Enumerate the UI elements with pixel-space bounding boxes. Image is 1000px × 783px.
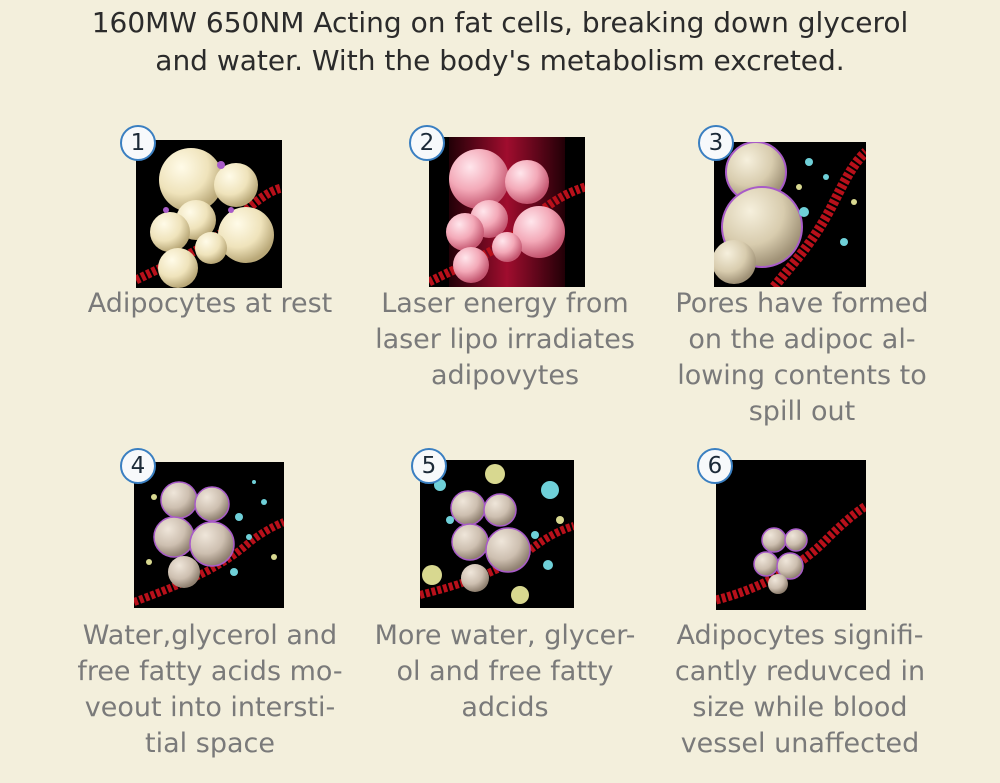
step-3-number-badge: 3 (698, 125, 734, 161)
step-2-number-badge: 2 (409, 125, 445, 161)
step-5-number-badge: 5 (411, 448, 447, 484)
step-5-caption-line-3: adcids (461, 692, 549, 723)
step-5: 5 More water, glycer- ol and free fatty … (355, 448, 655, 780)
step-1: 1 Adipocytes at rest (60, 120, 360, 450)
step-3-caption-line-2: on the adipoc al- (688, 324, 916, 355)
step-3: 3 Pores have formed on the adipoc al- lo… (652, 120, 952, 450)
step-3-caption: Pores have formed on the adipoc al- lowi… (652, 286, 952, 430)
step-5-illustration (420, 460, 574, 608)
step-6-illustration (716, 460, 866, 610)
step-5-caption: More water, glycer- ol and free fatty ad… (355, 618, 655, 726)
step-3-caption-line-3: lowing contents to (677, 360, 927, 391)
step-6-number-badge: 6 (697, 448, 733, 484)
step-2-caption-line-2: laser lipo irradiates (375, 324, 635, 355)
step-2-caption-line-3: adipovytes (430, 360, 580, 391)
step-1-caption: Adipocytes at rest (60, 286, 360, 322)
step-1-caption-line: Adipocytes at rest (87, 288, 333, 319)
step-3-illustration (714, 142, 866, 287)
step-6-caption-line-1: Adipocytes signifi- (676, 620, 924, 651)
step-3-caption-line-1: Pores have formed (675, 288, 929, 319)
step-2-illustration (429, 137, 585, 287)
step-4-caption-line-4: tial space (145, 728, 275, 759)
title-line-2: and water. With the body's metabolism ex… (155, 44, 845, 77)
step-1-illustration (136, 140, 282, 288)
step-4: 4 Water,glycerol and free fatty acids mo… (60, 448, 360, 780)
step-5-caption-line-2: ol and free fatty (396, 656, 614, 687)
step-4-caption-line-3: veout into intersti- (84, 692, 336, 723)
step-5-caption-line-1: More water, glycer- (374, 620, 636, 651)
step-6-caption-line-3: size while blood (692, 692, 908, 723)
step-4-number-badge: 4 (120, 448, 156, 484)
step-4-illustration (134, 462, 284, 608)
step-4-caption-line-1: Water,glycerol and (82, 620, 338, 651)
step-4-caption: Water,glycerol and free fatty acids mo- … (60, 618, 360, 762)
step-6-caption-line-4: vessel unaffected (680, 728, 920, 759)
page-title: 160MW 650NM Acting on fat cells, breakin… (0, 4, 1000, 80)
step-4-caption-line-2: free fatty acids mo- (77, 656, 343, 687)
step-2-caption-line-1: Laser energy from (381, 288, 629, 319)
step-6-caption: Adipocytes signifi- cantly reduvced in s… (650, 618, 950, 762)
step-1-number-badge: 1 (120, 125, 156, 161)
step-2-caption: Laser energy from laser lipo irradiates … (355, 286, 655, 394)
title-line-1: 160MW 650NM Acting on fat cells, breakin… (91, 6, 909, 39)
step-6-caption-line-2: cantly reduvced in (674, 656, 926, 687)
step-2: 2 Laser energy from laser lipo irradiate… (355, 120, 655, 450)
step-6: 6 Adipocytes signifi- cantly reduvced in… (650, 448, 950, 780)
step-3-caption-line-4: spill out (748, 396, 856, 427)
